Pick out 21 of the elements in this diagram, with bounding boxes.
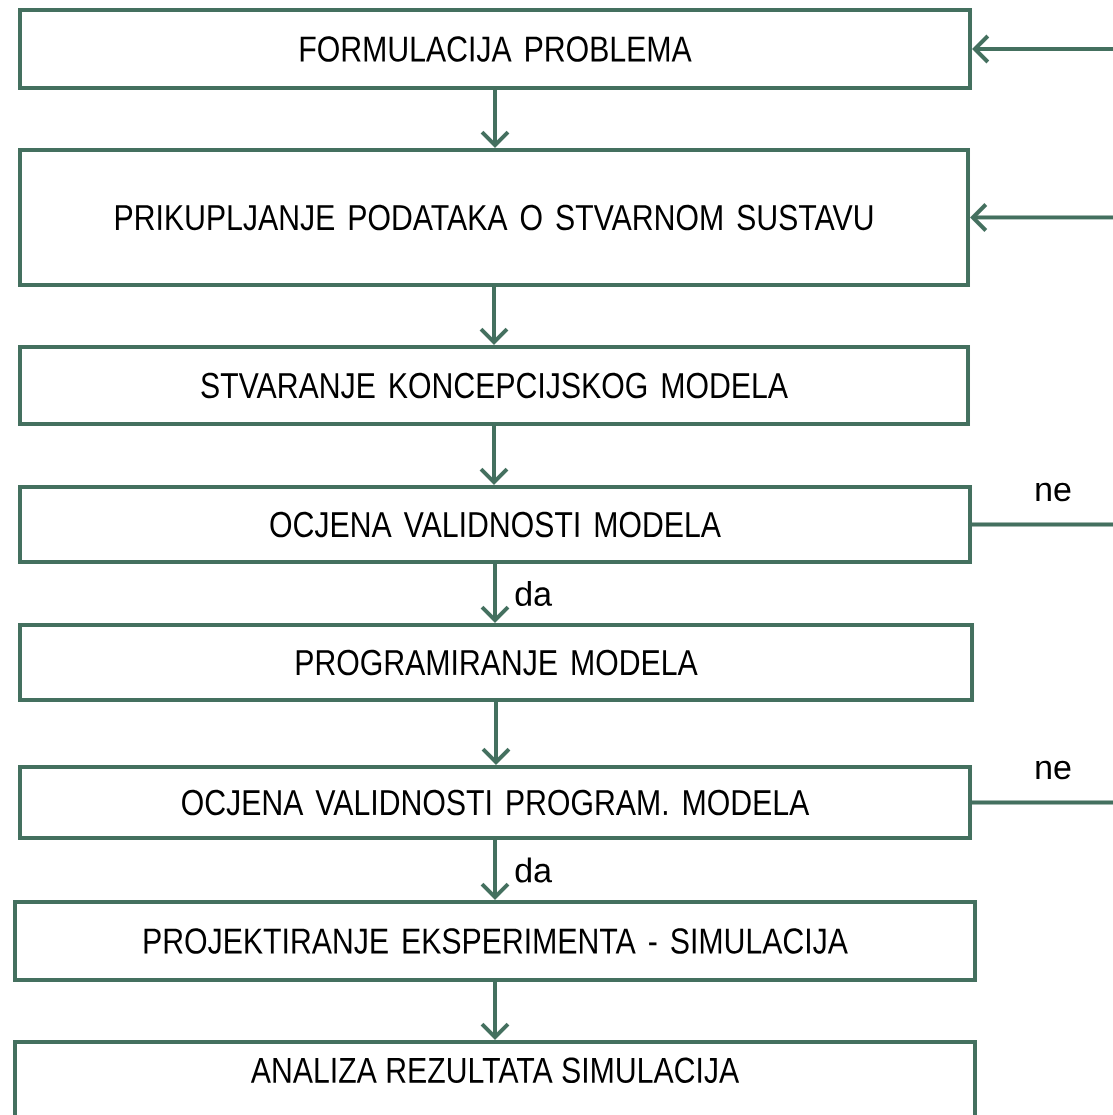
process-box: FORMULACIJA PROBLEMA	[18, 8, 972, 90]
edge-label: da	[515, 581, 553, 606]
process-box: ANALIZA REZULTATA SIMULACIJA	[13, 1040, 977, 1115]
arrow	[480, 980, 510, 1040]
process-box: STVARANJE KONCEPCIJSKOG MODELA	[18, 345, 970, 426]
arrow	[480, 562, 510, 623]
arrow	[480, 88, 510, 148]
process-box: PROJEKTIRANJE EKSPERIMENTA - SIMULACIJA	[13, 900, 977, 982]
arrow	[481, 700, 511, 765]
edge-label: ne	[1036, 482, 1071, 502]
process-box: OCJENA VALIDNOSTI MODELA	[18, 485, 972, 564]
arrow	[480, 838, 510, 900]
process-box: PRIKUPLJANJE PODATAKA O STVARNOM SUSTAVU	[18, 148, 970, 287]
process-box: OCJENA VALIDNOSTI PROGRAM. MODELA	[18, 765, 972, 840]
process-box: PROGRAMIRANJE MODELA	[18, 623, 974, 702]
edge-label: da	[515, 857, 553, 883]
arrow	[970, 203, 1113, 232]
arrow	[972, 34, 1113, 64]
arrow	[479, 285, 509, 345]
arrow	[479, 424, 509, 485]
edge-label: ne	[1036, 760, 1071, 780]
